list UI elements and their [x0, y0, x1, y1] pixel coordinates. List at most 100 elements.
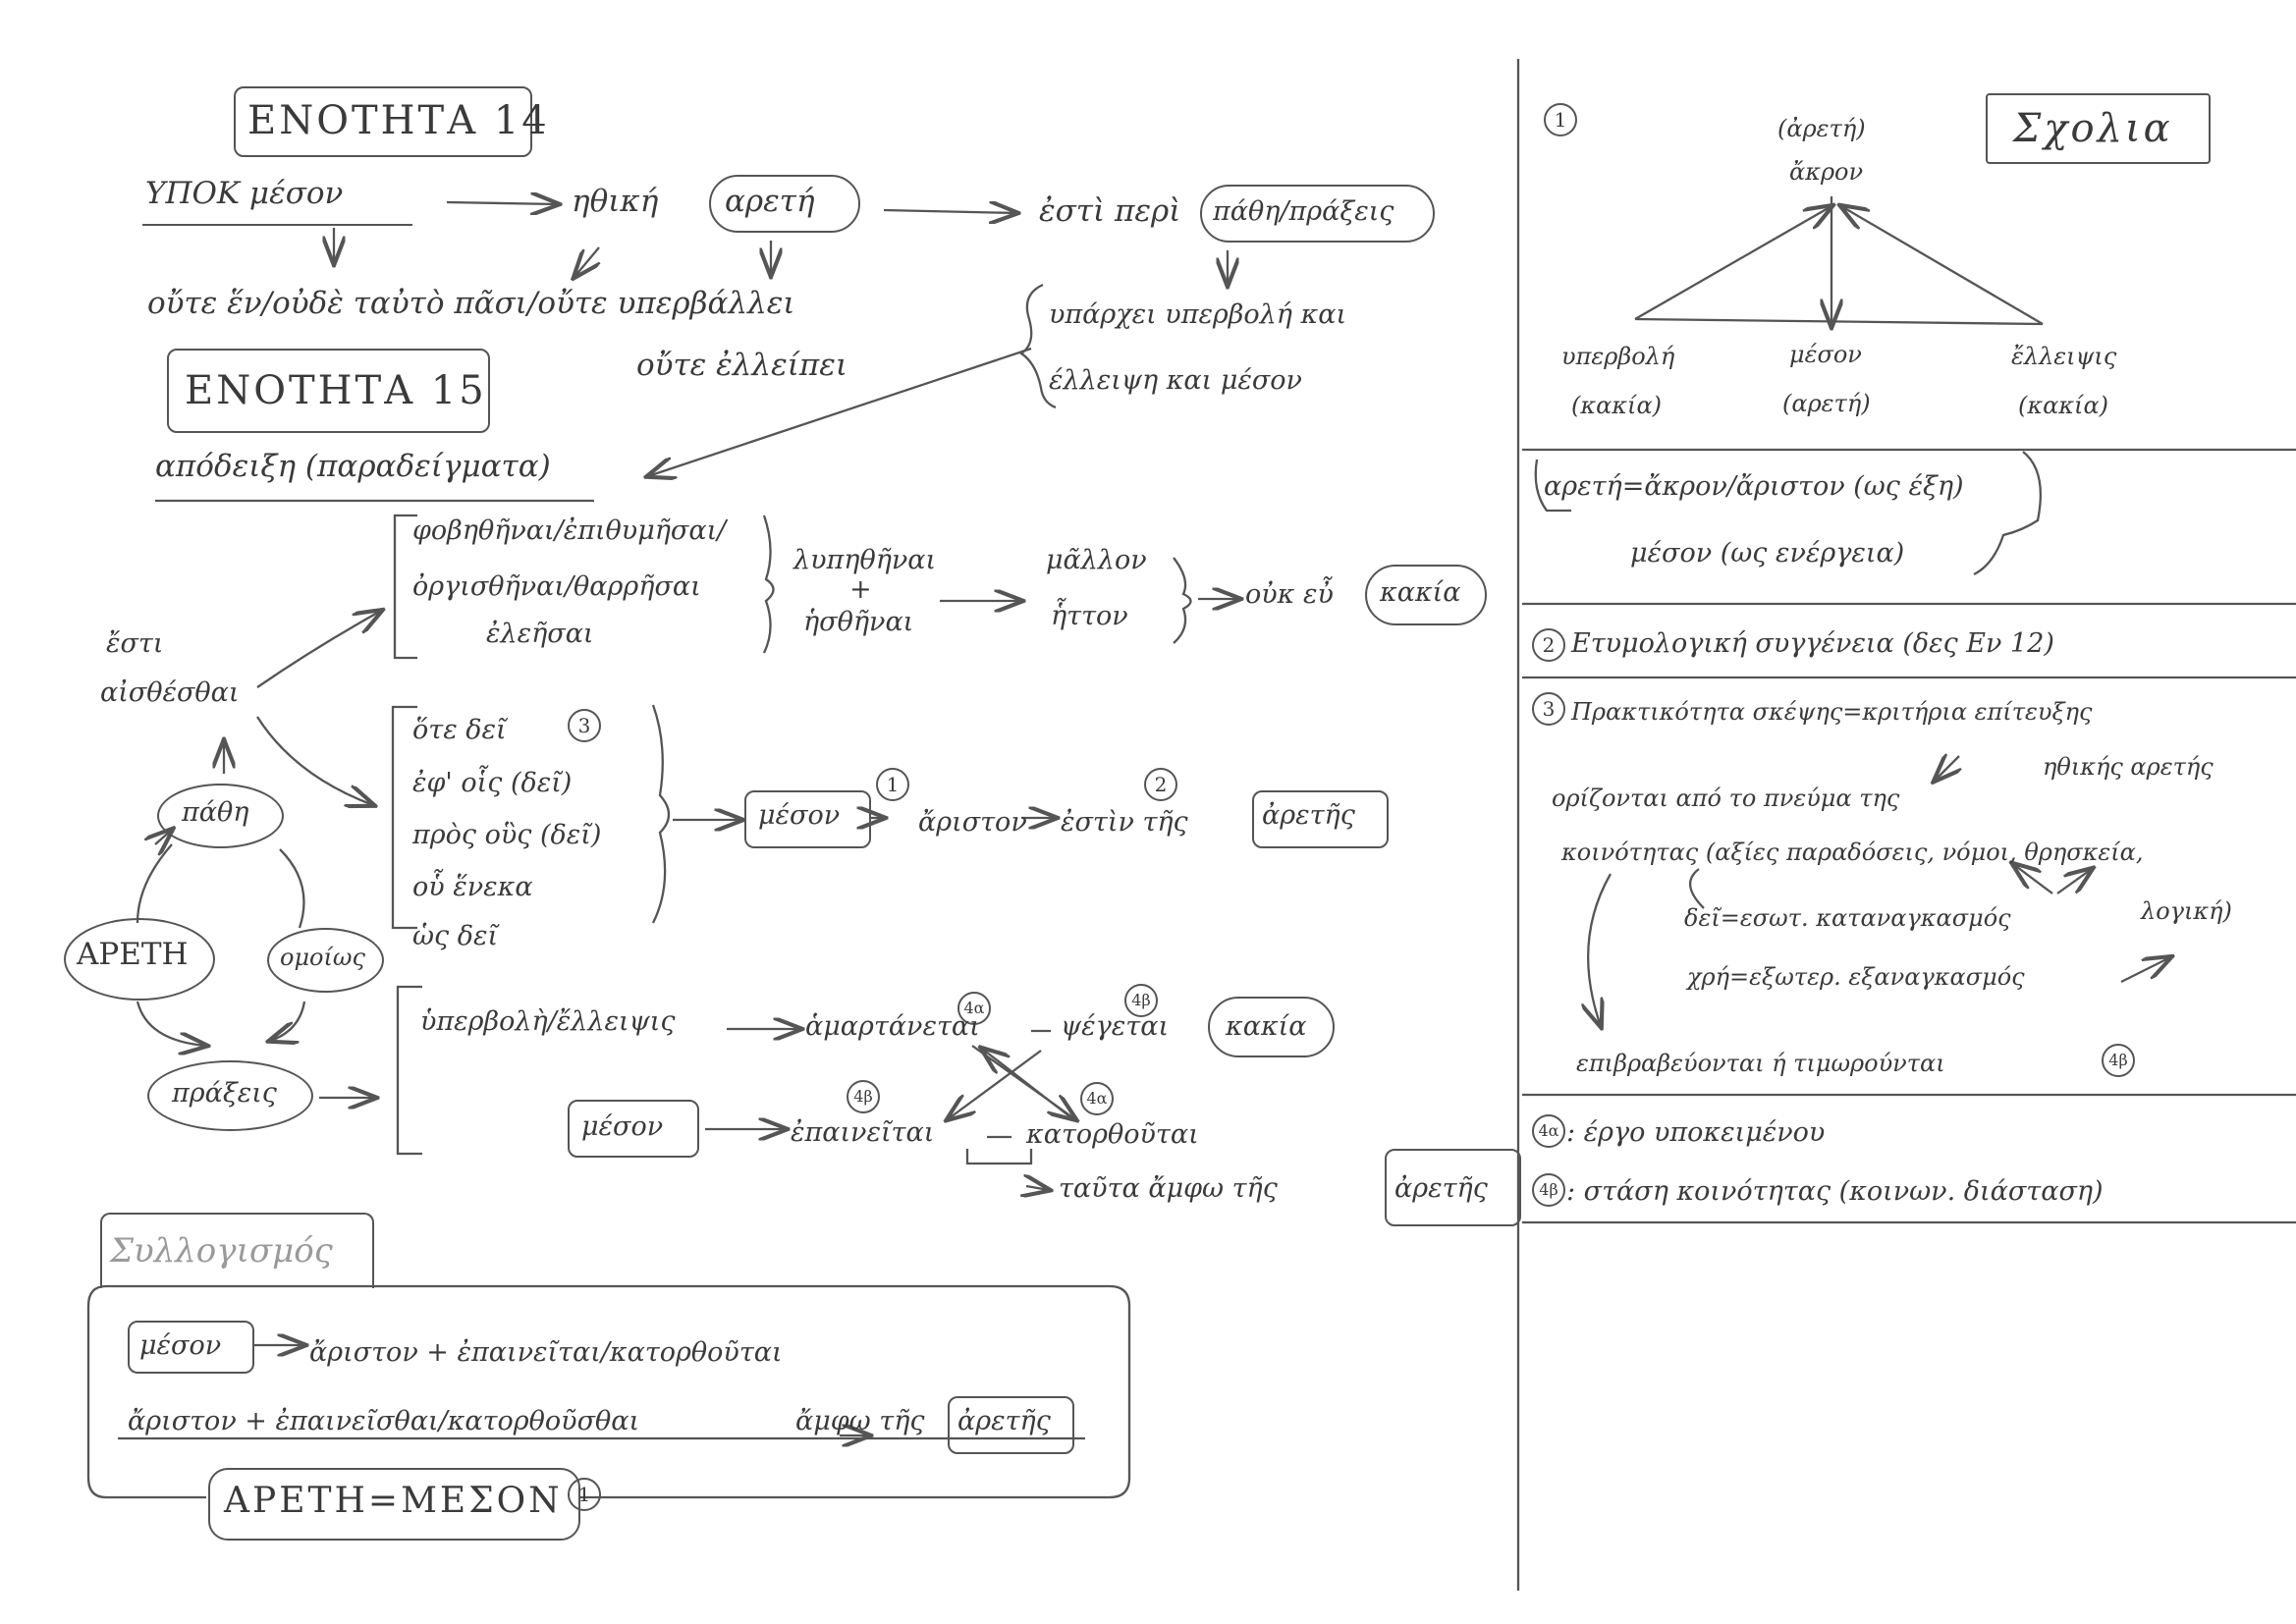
areti-center-oval [64, 918, 215, 1001]
omoios-oval [267, 928, 384, 993]
estin-tis-label: ἐστὶν τῆς [1061, 807, 1188, 838]
prakt-line3: ορίζονται από το πνεύμα της [1552, 785, 1900, 812]
os-dei: ὡς δεῖ [412, 921, 499, 951]
elleipsis-label: ἔλλειψις [2011, 343, 2117, 370]
lupithinai-label: λυπηθῆναι [793, 545, 937, 575]
n4b-line: : στάση κοινότητας (κοινων. διάσταση) [1566, 1176, 2104, 1207]
kakia-label: κακία [1380, 577, 1461, 608]
epaineitai-label: ἐπαινεῖται [791, 1117, 935, 1148]
pathi-oval [157, 784, 284, 848]
right-meson-label: μέσον [1789, 341, 1862, 368]
def-line2: μέσον (ως ενέργεια) [1630, 538, 1905, 568]
omoios-label: ομοίως [280, 944, 365, 971]
amartanetai-label: ἁμαρτάνεται [805, 1011, 980, 1042]
syl-meson-label: μέσον [139, 1330, 222, 1361]
xri-line: χρή=εξωτερ. εξαναγκασμός [1687, 963, 2025, 991]
eph-ois: ἐφ' οἷς (δεῖ) [412, 768, 573, 798]
marker-1-b: 1 [568, 1478, 601, 1511]
areti-center-label: ΑΡΕΤΗ [77, 937, 189, 972]
fovith-line1: φοβηθῆναι/ἐπιθυμῆσαι/ [412, 515, 727, 546]
scholia-title: Σχολια [2013, 106, 2173, 151]
tauta-amfo-label: ταῦτα ἄμφω τῆς [1059, 1173, 1278, 1204]
title-enotita-15: ΕΝΟΤΗΤΑ 15 [185, 368, 487, 413]
esti-label: ἔστι [106, 628, 164, 659]
praxeis-oval [147, 1060, 313, 1131]
marker-4a-a: 4α [957, 992, 991, 1025]
syllogismos-tab [100, 1213, 374, 1288]
meson-label: μέσον [758, 800, 841, 831]
ote-dei: ὅτε δεῖ [412, 715, 507, 745]
pathi-label: πάθη [182, 797, 249, 828]
praxeis-label: πράξεις [172, 1078, 277, 1109]
syl-aretis-box [948, 1396, 1074, 1454]
right-num-3: 3 [1532, 692, 1565, 726]
marker-2-a: 2 [1144, 768, 1177, 801]
uperboli-kakia: (κακία) [1571, 392, 1663, 419]
fovith-line3: ἐλεῆσαι [486, 619, 594, 649]
uperboli-elleipsis-label: ὑπερβολὴ/ἔλλειψις [420, 1006, 676, 1037]
right-4a: 4α [1532, 1114, 1565, 1148]
oute-line1: οὔτε ἕν/οὐδὲ ταὐτὸ πᾶσι/οὔτε υπερβάλλει [147, 286, 795, 321]
title14-box [234, 86, 532, 157]
upok-meson-label: ΥΠΟΚ μέσον [145, 176, 344, 211]
syllogismos-label: Συλλογισμός [110, 1231, 333, 1271]
meson2-label: μέσον [581, 1111, 664, 1142]
apex-akron: ἄκρον [1789, 158, 1864, 186]
isthinai-label: ἡσθῆναι [803, 607, 914, 637]
dei-line: δεῖ=εσωτ. καταναγκασμός [1684, 904, 2011, 932]
prakt-line5: λογική) [2141, 897, 2232, 925]
right-4b: 4β [1532, 1173, 1565, 1207]
oute-line2: οὔτε ἐλλείπει [636, 348, 848, 383]
esti-peri-label: ἐστὶ περὶ [1039, 193, 1181, 229]
aretis-label: ἀρετῆς [1262, 800, 1355, 831]
conclusion-label: ΑΡΕΤΗ=ΜΕΣΟΝ [224, 1481, 563, 1521]
prakt-line4: κοινότητας (αξίες παραδόσεις, νόμοι, θρη… [1561, 839, 2144, 866]
marker-4b-a: 4β [1124, 984, 1158, 1017]
plus-sign: + [849, 574, 872, 605]
def-line1: αρετή=ἄκρον/ἄριστον (ως έξη) [1544, 471, 1964, 502]
syl-aretis-label: ἀρετῆς [957, 1406, 1051, 1436]
prakt-line2: ηθικής αρετής [2043, 753, 2214, 781]
mallon-label: μᾶλλον [1046, 545, 1147, 575]
title15-box [167, 349, 490, 433]
uparxei-line2: έλλειψη και μέσον [1049, 365, 1302, 396]
itton-label: ἧττον [1051, 601, 1128, 631]
aretis-box [1252, 790, 1389, 848]
marker-4b-c: 4β [2102, 1044, 2135, 1077]
kakia2-oval [1208, 997, 1335, 1057]
right-meson-areti: (αρετή) [1782, 390, 1871, 417]
uperboli-label: υπερβολή [1561, 343, 1675, 370]
meson-box [744, 790, 871, 848]
areti-label: αρετή [725, 184, 815, 219]
upok-meson-underline [142, 224, 412, 226]
kakia2-label: κακία [1226, 1011, 1307, 1042]
prakt-line1: Πρακτικότητα σκέψης=κριτήρια επίτευξης [1571, 698, 2093, 726]
ou-eneka: οὗ ἕνεκα [412, 872, 533, 902]
marker-3-a: 3 [568, 709, 601, 742]
ithiki-label: ηθική [572, 184, 659, 219]
right-num-1: 1 [1544, 103, 1577, 136]
scholia-box [1986, 93, 2211, 164]
aretis2-label: ἀρετῆς [1394, 1173, 1488, 1204]
meson2-box [568, 1100, 699, 1158]
fovith-line2: ὀργισθῆναι/θαρρῆσαι [412, 571, 701, 602]
uparxei-line1: υπάρχει υπερβολή και [1049, 299, 1347, 330]
etym-line: Ετυμολογική συγγένεια (δες Εν 12) [1571, 628, 2054, 659]
ouk-eu-label: οὐκ εὖ [1245, 579, 1334, 610]
apodeixi-label: απόδειξη (παραδείγματα) [155, 449, 551, 484]
pros-ous: πρὸς οὓς (δεῖ) [412, 820, 602, 850]
aisthesthai-label: αἰσθέσθαι [100, 677, 240, 708]
epibrab-line: επιβραβεύονται ή τιμωρούνται [1576, 1050, 1945, 1077]
katorthoutai-label: κατορθοῦται [1026, 1119, 1199, 1150]
title-enotita-14: ΕΝΟΤΗΤΑ 14 [247, 98, 550, 143]
n4a-line: : έργο υποκειμένου [1566, 1117, 1826, 1148]
pathi-praxeis-oval [1200, 185, 1435, 243]
aretis2-box [1385, 1149, 1521, 1226]
right-num-2: 2 [1532, 628, 1565, 662]
pathi-praxeis-label: πάθη/πράξεις [1213, 196, 1394, 227]
marker-1-a: 1 [876, 768, 909, 801]
elleipsis-kakia: (κακία) [2018, 392, 2109, 419]
kakia-oval [1365, 565, 1487, 625]
syl-line2: ἄριστον + ἐπαινεῖσθαι/κατορθοῦσθαι [128, 1406, 640, 1436]
